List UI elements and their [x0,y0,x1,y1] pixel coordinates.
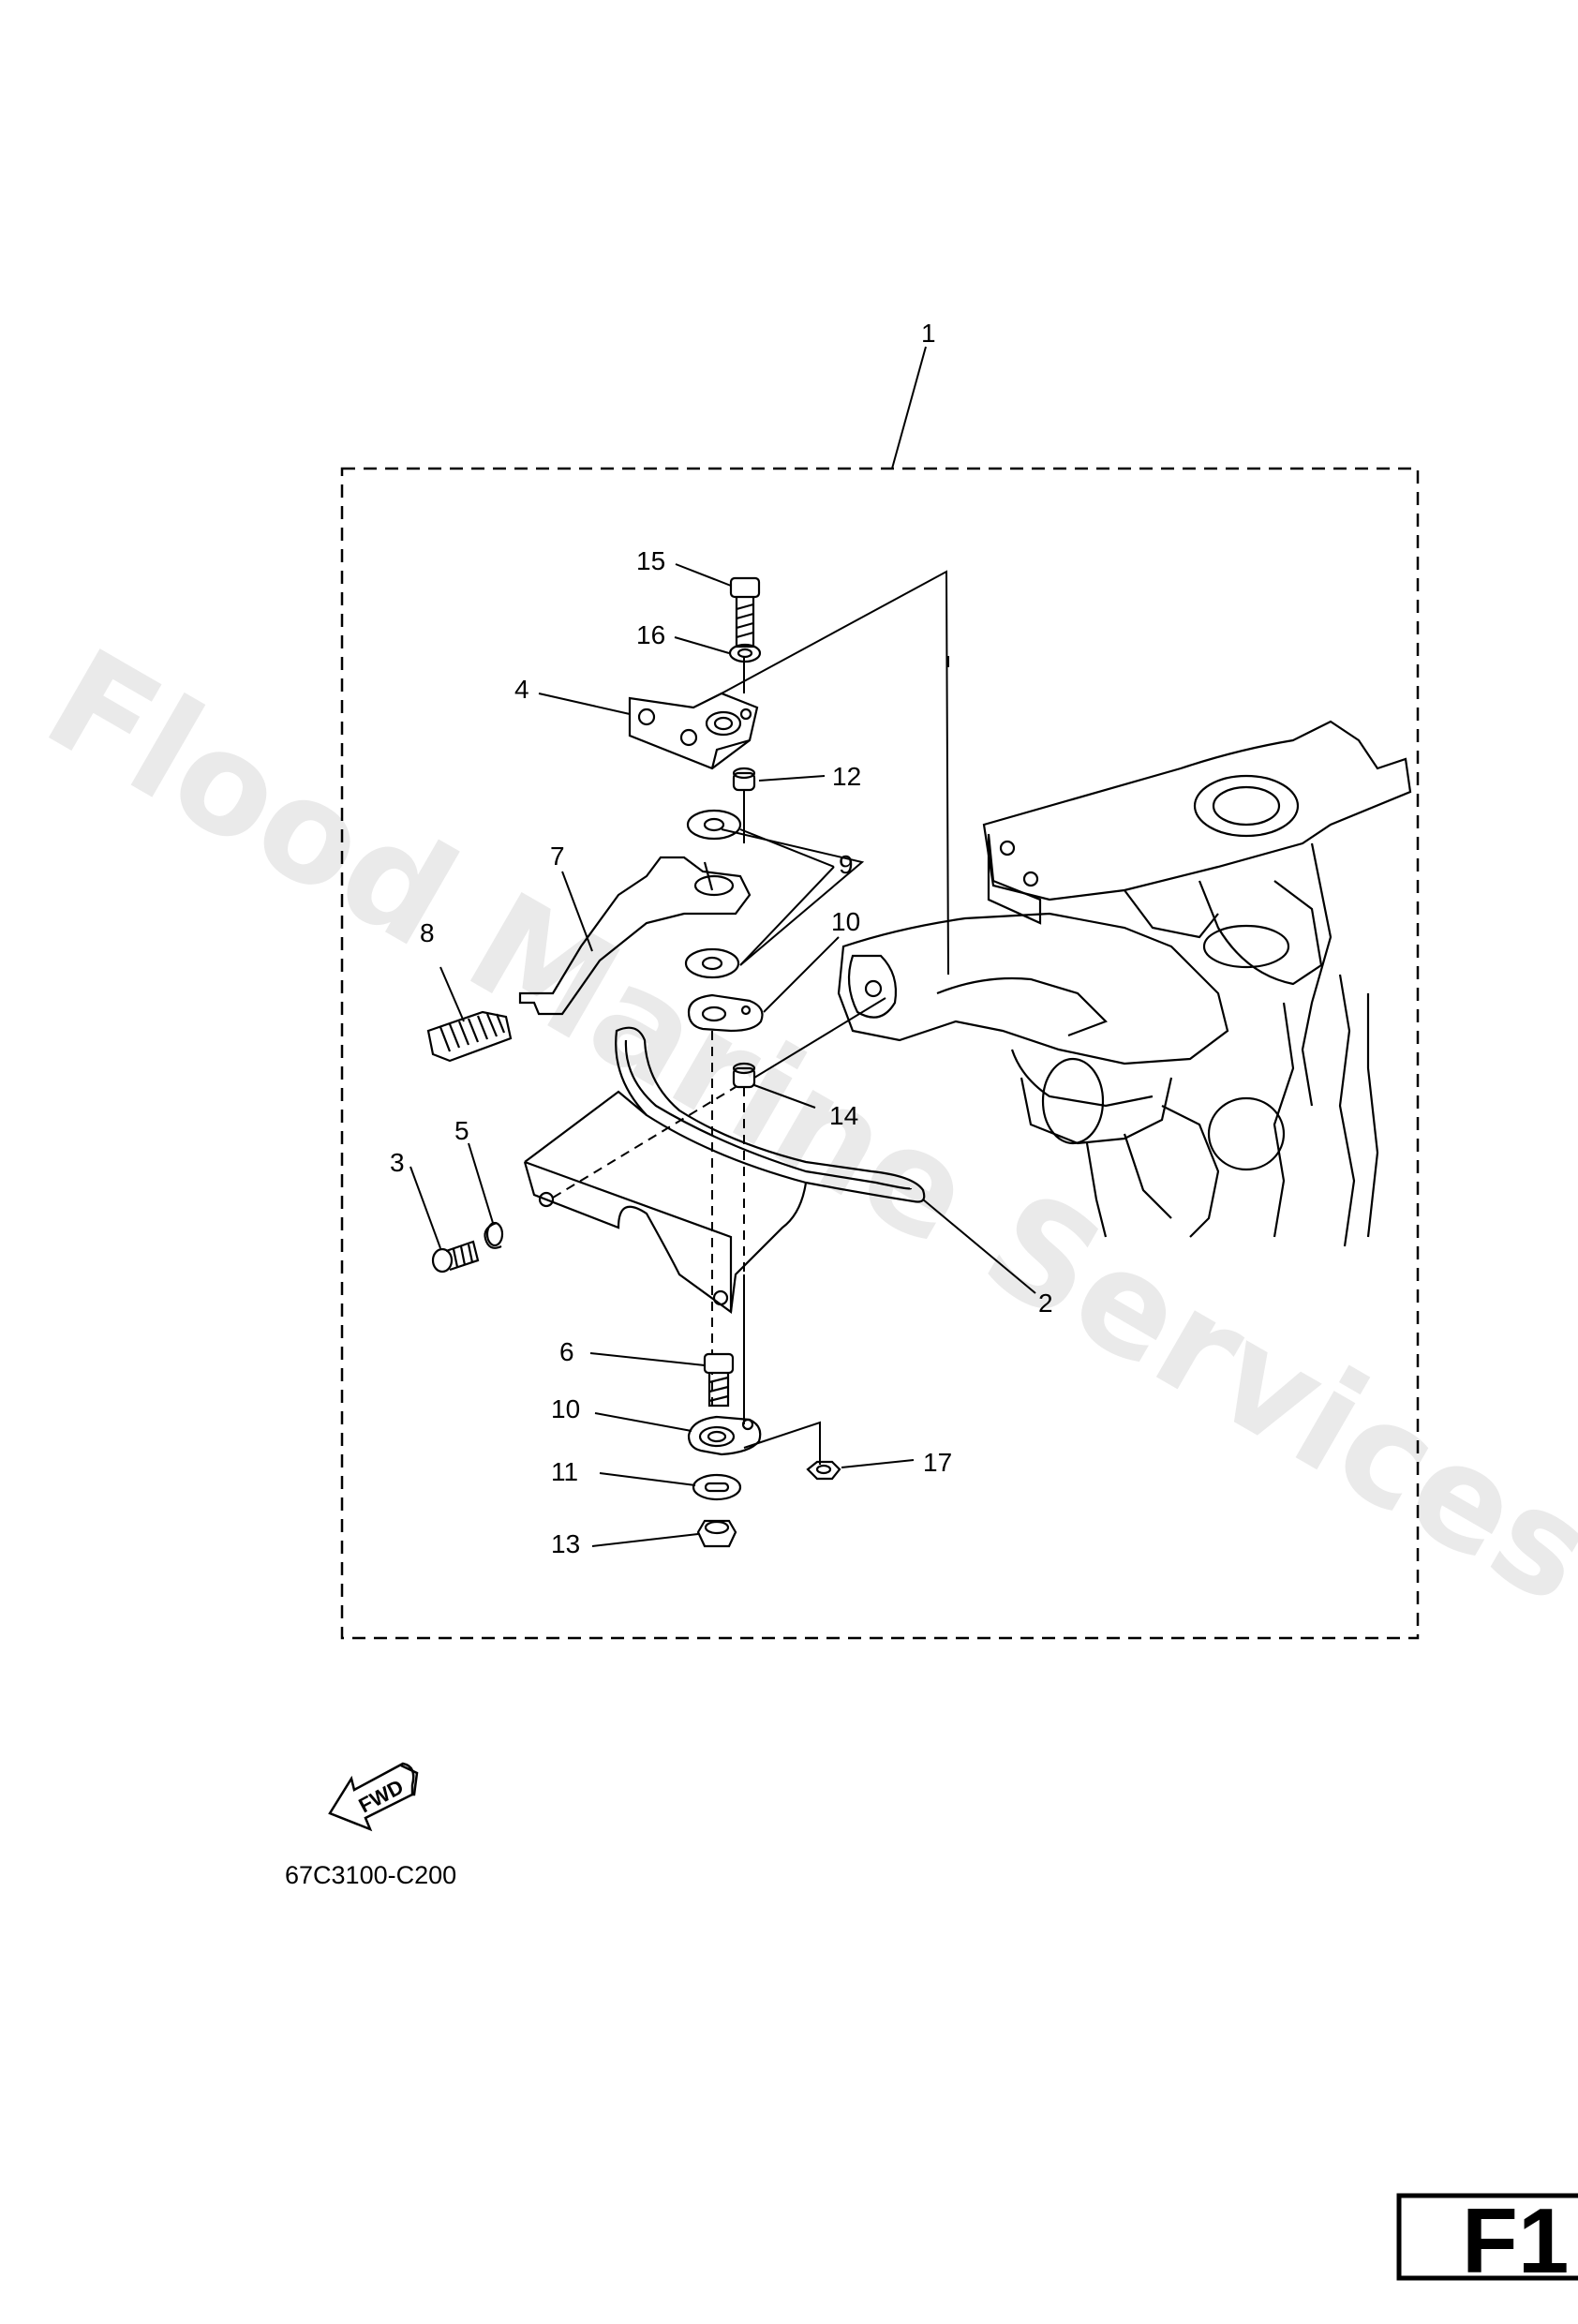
callout-1: 1 [921,319,936,348]
callout-9: 9 [839,850,854,879]
washer-5 [484,1221,504,1249]
plate-10-upper [687,993,764,1033]
callout-15: 15 [636,546,665,575]
callout-8: 8 [420,918,435,947]
callout-7: 7 [550,842,565,871]
diagram-code: 67C3100-C200 [285,1861,456,1889]
nut-17-leader [743,1421,821,1465]
page-label-box: F1 [1396,2189,1578,2292]
forward-arrow-icon: FWD [328,1762,419,1832]
lever-7 [518,856,752,1016]
grip-8 [426,1010,513,1063]
plate-10-lower [687,1415,762,1456]
callout-10-lower: 10 [551,1394,580,1423]
assembly-boundary [340,467,1420,1640]
screw-3 [431,1240,480,1274]
hidden-lines [552,1031,745,1406]
bracket-2 [523,1026,926,1314]
bolt-6 [703,1352,735,1408]
nut-17 [806,1460,841,1481]
callout-12: 12 [832,762,861,791]
bolt-15 [729,576,761,648]
callout-5: 5 [454,1116,469,1145]
pivot-arm [837,912,1286,1238]
page-label: F1 [1462,2189,1569,2292]
swivel-bracket-housing [982,720,1412,1247]
callout-4: 4 [514,675,529,704]
assembly-axes [721,656,886,1424]
callout-6: 6 [559,1337,574,1366]
callout-labels: 1 15 16 4 12 7 9 10 8 14 5 3 2 6 10 17 1… [390,319,1053,1558]
callout-leaders [409,346,1036,1547]
callout-11: 11 [551,1457,578,1486]
callout-13: 13 [551,1529,580,1558]
nut-13 [696,1519,737,1548]
collar-12 [732,767,756,792]
callout-17: 17 [923,1448,952,1477]
callout-14: 14 [829,1101,858,1130]
callout-3: 3 [390,1148,405,1177]
callout-10-upper: 10 [831,907,860,936]
washer-9-lower [684,947,740,979]
washer-9-upper [686,809,742,841]
bracket-4 [628,692,759,770]
callout-16: 16 [636,620,665,649]
assembly-leader [721,570,949,976]
washer-11 [692,1473,742,1501]
callout-2: 2 [1038,1289,1053,1318]
